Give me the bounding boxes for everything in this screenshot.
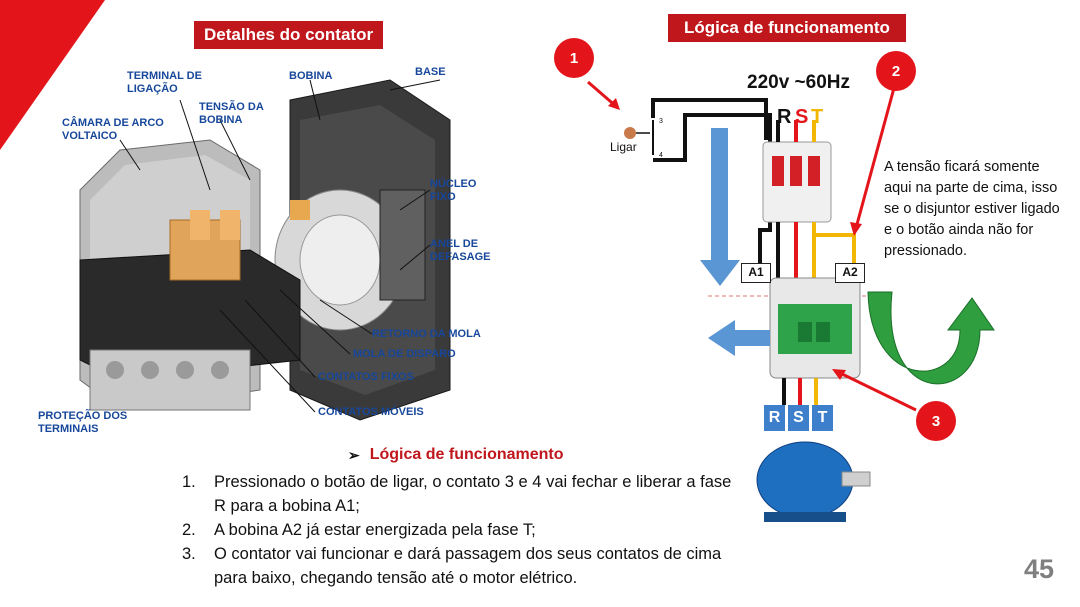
- list-item: 3.O contator vai funcionar e dará passag…: [182, 545, 722, 587]
- step-badge-3: 3: [916, 401, 956, 441]
- contact-number-4: 4: [659, 152, 663, 159]
- motor-phase-s: S: [788, 405, 809, 431]
- label-retorno-mola: RETORNO DA MOLA: [372, 328, 481, 340]
- label-nucleo-fixo: NÚCLEO FIXO: [430, 178, 477, 203]
- contactor-cutaway-illustration: [79, 79, 451, 421]
- phase-label-r: R: [777, 106, 792, 128]
- operating-logic-title: Lógica de funcionamento: [668, 14, 906, 42]
- voltage-note: A tensão ficará somente aqui na parte de…: [884, 159, 1060, 259]
- label-mola-disparo: MOLA DE DISPARO: [353, 348, 456, 360]
- label-contatos-moveis: CONTATOS MÓVEIS: [318, 406, 424, 418]
- label-tensao-bobina: TENSÃO DA BOBINA: [199, 101, 264, 126]
- step-badge-1: 1: [554, 38, 594, 78]
- contact-number-3: 3: [659, 118, 663, 125]
- supply-voltage: 220v ~60Hz: [747, 72, 850, 93]
- logic-steps-list: 1.Pressionado o botão de ligar, o contat…: [182, 470, 742, 590]
- label-bobina: BOBINA: [289, 70, 333, 82]
- bullet-arrow-icon: ➢: [348, 446, 360, 463]
- list-item: 2.A bobina A2 já estar energizada pela f…: [182, 521, 536, 539]
- wiring-diagram: [587, 80, 995, 522]
- logic-heading-text: Lógica de funcionamento: [369, 446, 564, 463]
- corner-decoration: [0, 0, 105, 150]
- logic-heading: ➢ Lógica de funcionamento: [348, 446, 564, 464]
- phase-label-s: S: [795, 106, 809, 128]
- label-terminal-ligacao: TERMINAL DE LIGAÇÃO: [127, 70, 202, 95]
- motor-phase-t: T: [812, 405, 833, 431]
- motor-phase-strip: R S T: [764, 405, 833, 431]
- label-anel-defasagem: ANEL DE DEFASAGE: [430, 238, 491, 263]
- step-badge-2: 2: [876, 51, 916, 91]
- list-item: 1.Pressionado o botão de ligar, o contat…: [182, 473, 732, 515]
- contactor-details-title: Detalhes do contator: [194, 21, 384, 49]
- label-contatos-fixos: CONTATOS FIXOS: [318, 371, 414, 383]
- label-protecao-terminais: PROTEÇÃO DOS TERMINAIS: [38, 410, 128, 435]
- label-camara-arco: CÂMARA DE ARCO VOLTAICO: [62, 117, 164, 142]
- motor-phase-r: R: [764, 405, 785, 431]
- on-button-label: Ligar: [610, 140, 637, 154]
- coil-terminal-a1: A1: [741, 263, 771, 283]
- label-base: BASE: [415, 66, 446, 78]
- page-number: 45: [1023, 554, 1054, 584]
- coil-terminal-a2: A2: [835, 263, 865, 283]
